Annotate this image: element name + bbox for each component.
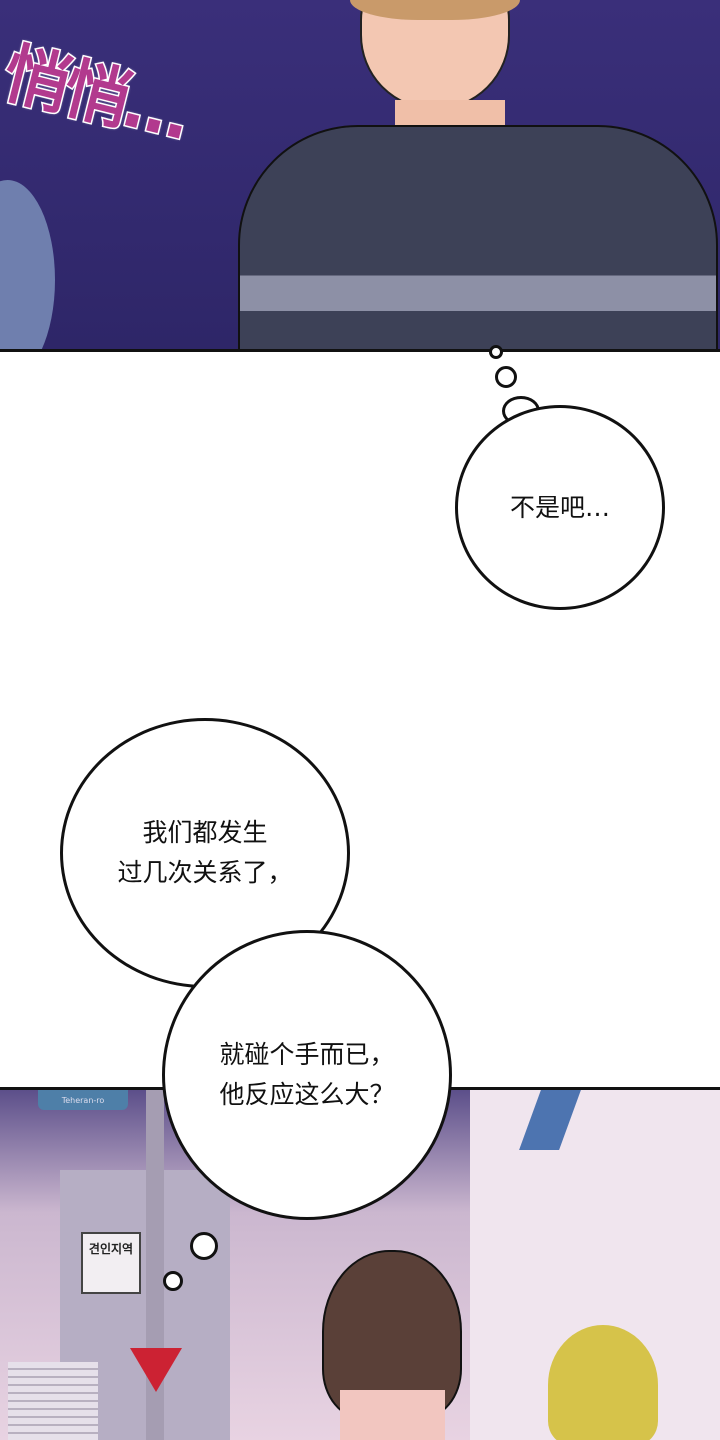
top-panel: 悄悄… [0,0,720,352]
street-sign-text: Teheran-ro [61,1096,105,1105]
street-sign: Teheran-ro [38,1090,128,1110]
bubble-line: 他反应这么大？ [219,1080,395,1109]
bubble-text: 不是吧… [509,492,610,522]
bubble-line: 就碰个手而已， [219,1040,395,1069]
character-shirt [238,125,718,349]
sfx-text: 悄悄… [0,33,196,156]
character-back-neck [340,1390,445,1440]
tree [548,1325,658,1440]
thought-dot [495,366,517,388]
tow-zone-text: 견인지역 [88,1242,134,1256]
speech-bubble: 我们都发生过几次关系了， [60,718,350,988]
tow-zone-sign: 견인지역 [81,1232,141,1294]
thought-dot [489,345,503,359]
thought-bubble: 不是吧… [455,405,665,610]
left-figure-edge [0,180,55,349]
bubble-line: 过几次关系了， [117,858,293,887]
thought-dot [163,1271,183,1291]
speech-bubble: 就碰个手而已， 他反应这么大？ [162,930,452,1220]
yield-sign [130,1348,182,1392]
thought-dot [190,1232,218,1260]
bubble-line: 我们都发生 [142,818,268,847]
ac-unit [8,1362,98,1440]
character-hair [350,0,520,20]
